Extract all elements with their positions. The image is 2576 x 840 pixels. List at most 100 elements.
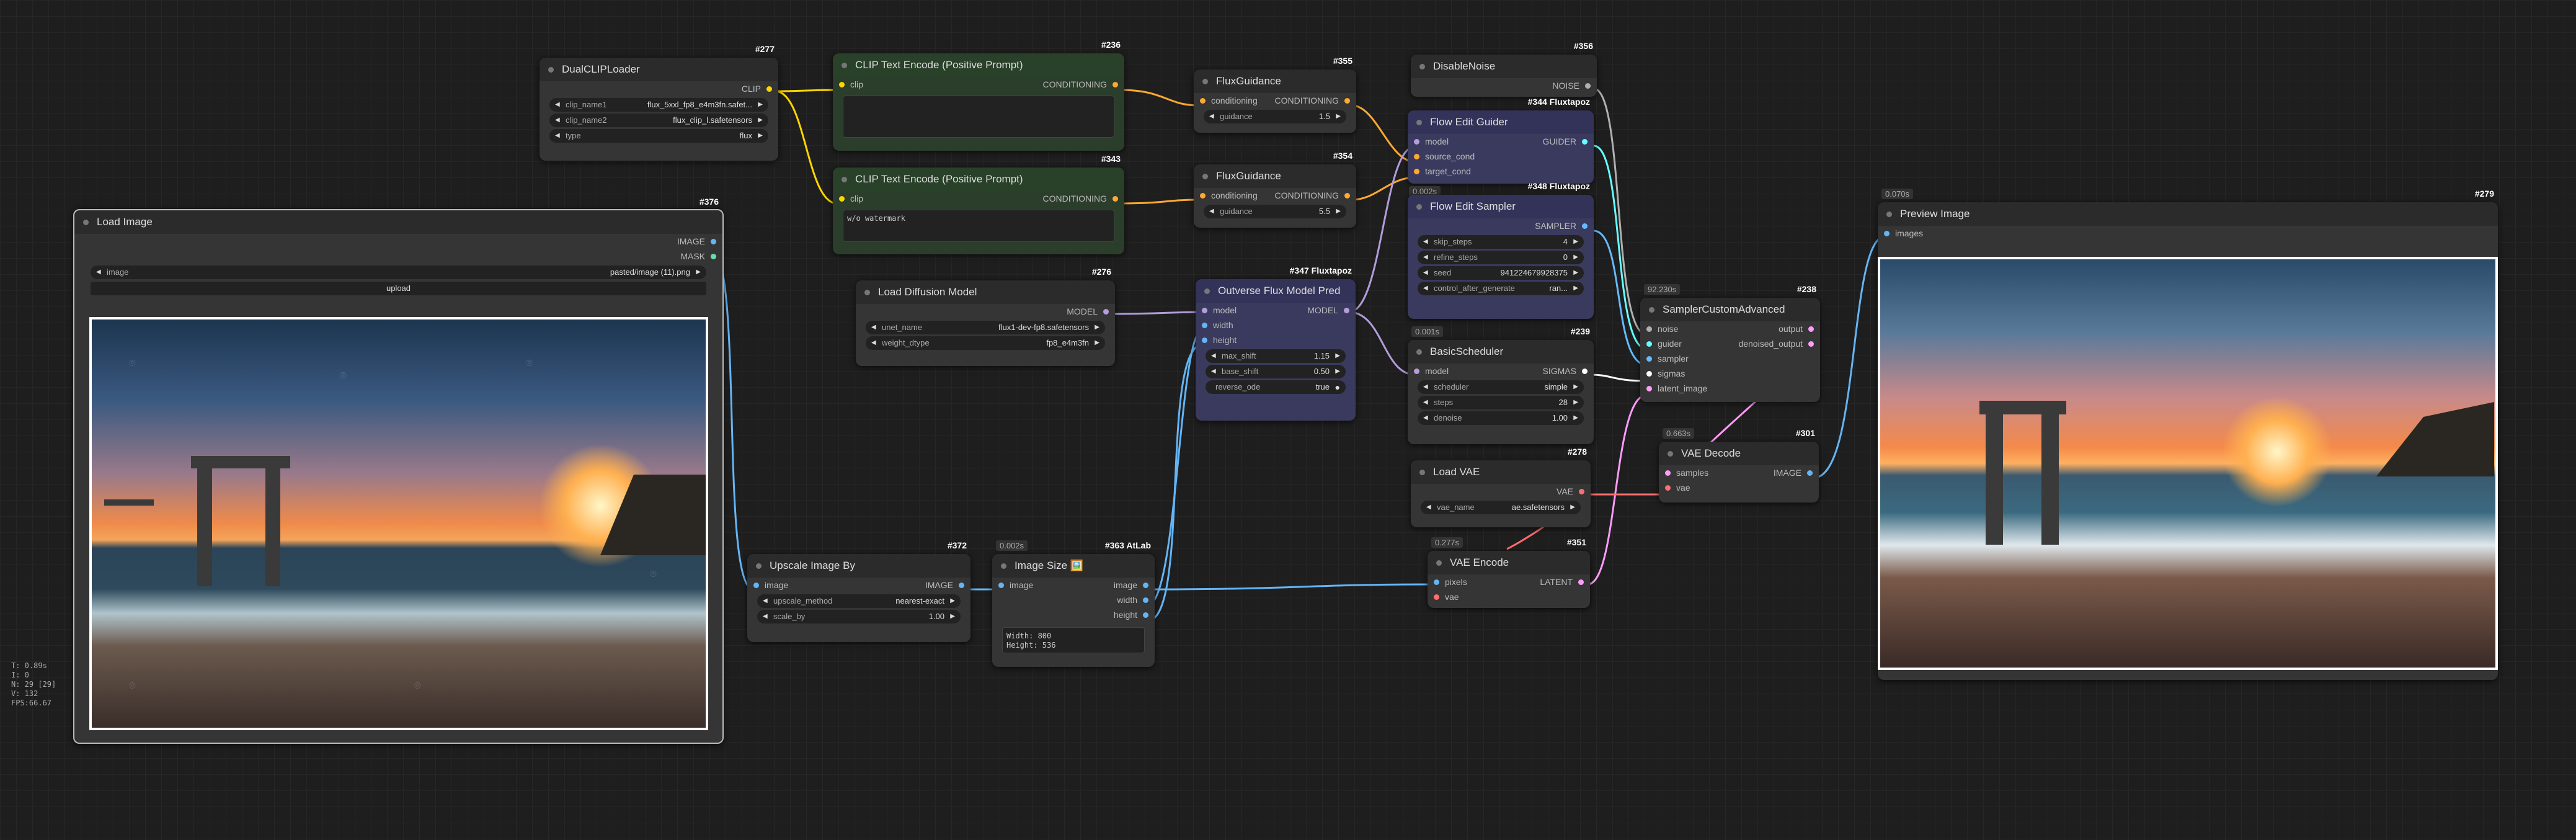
arrow-left-icon[interactable]: ◀	[1423, 238, 1428, 245]
collapse-dot-icon[interactable]	[548, 67, 554, 73]
collapse-dot-icon[interactable]	[83, 220, 89, 225]
input-socket[interactable]	[1646, 371, 1652, 377]
output-socket[interactable]	[1578, 579, 1584, 585]
input-socket[interactable]	[1202, 337, 1207, 343]
output-socket[interactable]	[766, 86, 772, 92]
arrow-right-icon[interactable]: ▶	[758, 132, 763, 139]
collapse-dot-icon[interactable]	[1419, 64, 1425, 69]
arrow-left-icon[interactable]: ◀	[1211, 368, 1216, 375]
input-socket[interactable]	[1665, 485, 1671, 491]
arrow-right-icon[interactable]: ▶	[950, 613, 955, 620]
arrow-left-icon[interactable]: ◀	[871, 339, 876, 346]
output-socket[interactable]	[1808, 326, 1814, 332]
output-socket[interactable]	[1582, 223, 1588, 229]
output-socket[interactable]	[1113, 82, 1118, 87]
arrow-right-icon[interactable]: ▶	[1573, 399, 1578, 406]
input-socket[interactable]	[1646, 356, 1652, 362]
node-outverse-flux-model-pred[interactable]: #347 Fluxtapoz Outverse Flux Model Pred …	[1196, 266, 1356, 421]
node-clip-text-encode-2[interactable]: #343 CLIP Text Encode (Positive Prompt) …	[833, 154, 1124, 254]
collapse-dot-icon[interactable]	[756, 563, 762, 569]
node-title[interactable]: Load Image	[74, 210, 722, 234]
input-socket[interactable]	[1434, 594, 1439, 600]
arrow-left-icon[interactable]: ◀	[1426, 504, 1431, 511]
arrow-left-icon[interactable]: ◀	[1423, 254, 1428, 261]
arrow-left-icon[interactable]: ◀	[871, 324, 876, 331]
arrow-right-icon[interactable]: ▶	[1336, 113, 1341, 120]
arrow-left-icon[interactable]: ◀	[763, 613, 768, 620]
arrow-right-icon[interactable]: ▶	[1573, 238, 1578, 245]
node-title[interactable]: CLIP Text Encode (Positive Prompt)	[833, 53, 1124, 77]
node-preview-image[interactable]: #279 0.070s Preview Image images	[1878, 189, 2498, 680]
arrow-right-icon[interactable]: ▶	[950, 597, 955, 604]
input-socket[interactable]	[1646, 386, 1652, 391]
output-socket[interactable]	[1113, 196, 1118, 202]
output-socket[interactable]	[1344, 98, 1350, 104]
collapse-dot-icon[interactable]	[1436, 560, 1442, 566]
arrow-right-icon[interactable]: ▶	[1095, 339, 1099, 346]
arrow-left-icon[interactable]: ◀	[763, 597, 768, 604]
arrow-left-icon[interactable]: ◀	[555, 117, 560, 123]
node-title[interactable]: FluxGuidance	[1194, 69, 1356, 93]
prompt-textarea[interactable]	[843, 96, 1114, 138]
arrow-right-icon[interactable]: ▶	[1573, 383, 1578, 390]
input-socket[interactable]	[1665, 470, 1671, 476]
collapse-dot-icon[interactable]	[1001, 563, 1006, 569]
node-title[interactable]: Preview Image	[1878, 202, 2498, 226]
arrow-left-icon[interactable]: ◀	[1211, 352, 1216, 359]
output-socket[interactable]	[959, 583, 964, 588]
node-title[interactable]: Upscale Image By	[747, 554, 970, 578]
output-socket[interactable]	[1585, 83, 1591, 89]
collapse-dot-icon[interactable]	[1416, 204, 1422, 210]
arrow-right-icon[interactable]: ▶	[758, 117, 763, 123]
input-socket[interactable]	[1200, 193, 1206, 199]
input-socket[interactable]	[1202, 323, 1207, 328]
arrow-right-icon[interactable]: ▶	[1570, 504, 1575, 511]
output-socket[interactable]	[1103, 309, 1109, 315]
node-title[interactable]: CLIP Text Encode (Positive Prompt)	[833, 168, 1124, 191]
input-socket[interactable]	[1414, 154, 1419, 159]
input-socket[interactable]	[1646, 341, 1652, 347]
arrow-right-icon[interactable]: ▶	[696, 269, 701, 275]
output-socket[interactable]	[1143, 612, 1148, 618]
node-load-diffusion-model[interactable]: #276 Load Diffusion Model MODEL ◀unet_na…	[856, 267, 1115, 366]
node-title[interactable]: VAE Decode	[1659, 442, 1819, 465]
arrow-right-icon[interactable]: ▶	[1573, 285, 1578, 292]
node-title[interactable]: Flow Edit Sampler	[1408, 195, 1594, 218]
arrow-left-icon[interactable]: ◀	[96, 269, 101, 275]
arrow-left-icon[interactable]: ◀	[1423, 414, 1428, 421]
arrow-left-icon[interactable]: ◀	[555, 132, 560, 139]
node-title[interactable]: DualCLIPLoader	[540, 58, 778, 81]
toggle-knob-icon[interactable]: ●	[1335, 382, 1340, 392]
input-socket[interactable]	[1414, 169, 1419, 174]
input-socket[interactable]	[1434, 579, 1439, 585]
node-flow-edit-sampler[interactable]: #348 Fluxtapoz Flow Edit Sampler SAMPLER…	[1408, 181, 1594, 319]
node-title[interactable]: Outverse Flux Model Pred	[1196, 279, 1356, 303]
collapse-dot-icon[interactable]	[1202, 174, 1208, 179]
output-socket[interactable]	[711, 239, 716, 244]
output-socket[interactable]	[1808, 341, 1814, 347]
input-socket[interactable]	[1884, 231, 1890, 236]
arrow-right-icon[interactable]: ▶	[1335, 352, 1340, 359]
